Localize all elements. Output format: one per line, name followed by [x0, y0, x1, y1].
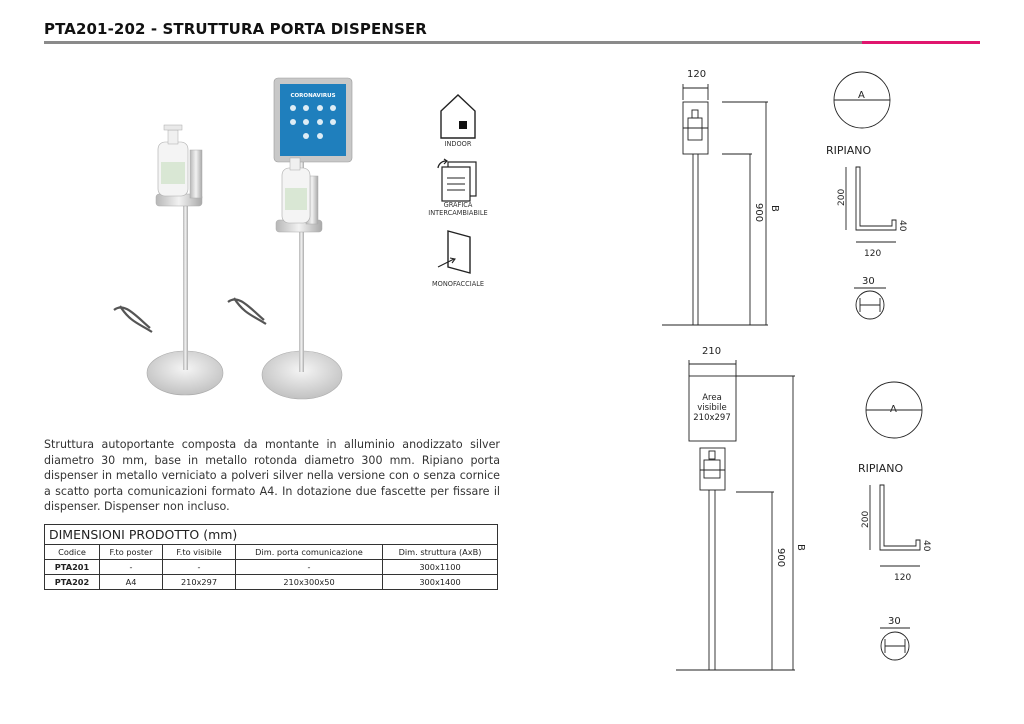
shelf-width: 120	[894, 573, 911, 583]
area-line-2: visibile	[697, 403, 727, 413]
table-cell: PTA202	[44, 574, 100, 590]
stand-pta201	[146, 124, 224, 396]
cable-ties-1	[113, 305, 153, 333]
area-line-3: 210x297	[693, 413, 730, 423]
shelf-lip: 40	[897, 220, 907, 232]
shelf-width: 120	[864, 249, 881, 259]
dim-width: 120	[687, 69, 706, 80]
dim-height: 900	[753, 203, 764, 222]
col-header: F.to visibile	[162, 544, 236, 560]
indoor-icon	[440, 94, 476, 139]
table-cell: 210x297	[162, 574, 236, 590]
dim-b: B	[769, 205, 780, 212]
shelf-height: 200	[837, 189, 847, 206]
circle-label: A	[890, 404, 897, 415]
col-header: Dim. struttura (AxB)	[382, 544, 498, 560]
table-caption: DIMENSIONI PRODOTTO (mm)	[44, 524, 498, 545]
indoor-label: INDOOR	[444, 140, 472, 148]
table-cell: 300x1100	[382, 559, 498, 575]
cable-ties-2	[227, 297, 267, 325]
grafica-intercambiabile-icon	[437, 158, 477, 202]
circle-label: A	[858, 90, 865, 101]
col-header: Dim. porta comunicazione	[235, 544, 383, 560]
title-accent-rule	[862, 41, 980, 44]
monofacciale-label: MONOFACCIALE	[431, 280, 485, 288]
table-cell: PTA201	[44, 559, 100, 575]
dim-height: 900	[775, 548, 786, 567]
table-cell: -	[235, 559, 383, 575]
dimensions-table: DIMENSIONI PRODOTTO (mm) Codice F.to pos…	[44, 524, 498, 590]
table-cell: 210x300x50	[235, 574, 383, 590]
table-cell: -	[162, 559, 236, 575]
grafica-intercambiabile-label: GRAFICA INTERCAMBIABILE	[428, 201, 488, 217]
product-description: Struttura autoportante composta da monta…	[44, 438, 500, 514]
tube-diameter: 30	[862, 276, 875, 287]
table-header-row: Codice F.to poster F.to visibile Dim. po…	[44, 544, 498, 560]
monofacciale-icon	[437, 230, 471, 274]
col-header: Codice	[44, 544, 100, 560]
shelf-title: RIPIANO	[826, 144, 872, 157]
col-header: F.to poster	[99, 544, 163, 560]
title-rule	[44, 41, 862, 44]
dim-width: 210	[702, 346, 721, 357]
stand-pta202: CORONAVIRUS	[261, 77, 353, 400]
area-line-1: Area	[702, 393, 722, 403]
shelf-height: 200	[861, 511, 871, 528]
table-cell: 300x1400	[382, 574, 498, 590]
table-row: PTA202 A4 210x297 210x300x50 300x1400	[44, 574, 498, 590]
dim-b: B	[795, 544, 806, 551]
shelf-lip: 40	[921, 540, 931, 552]
product-photo: CORONAVIRUS	[113, 77, 353, 400]
table-row: PTA201 - - - 300x1100	[44, 559, 498, 575]
poster-headline: CORONAVIRUS	[290, 93, 335, 99]
technical-drawing-pta202: 210 Area visibile 210x297 900 B A RIPIAN…	[676, 346, 931, 671]
table-cell: -	[99, 559, 163, 575]
table-cell: A4	[99, 574, 163, 590]
shelf-title: RIPIANO	[858, 462, 904, 475]
page-title: PTA201-202 - STRUTTURA PORTA DISPENSER	[44, 20, 427, 38]
technical-drawing-pta201: 120 900 B A RIPIANO 200 40 120 30	[662, 69, 907, 326]
tube-diameter: 30	[888, 616, 901, 627]
